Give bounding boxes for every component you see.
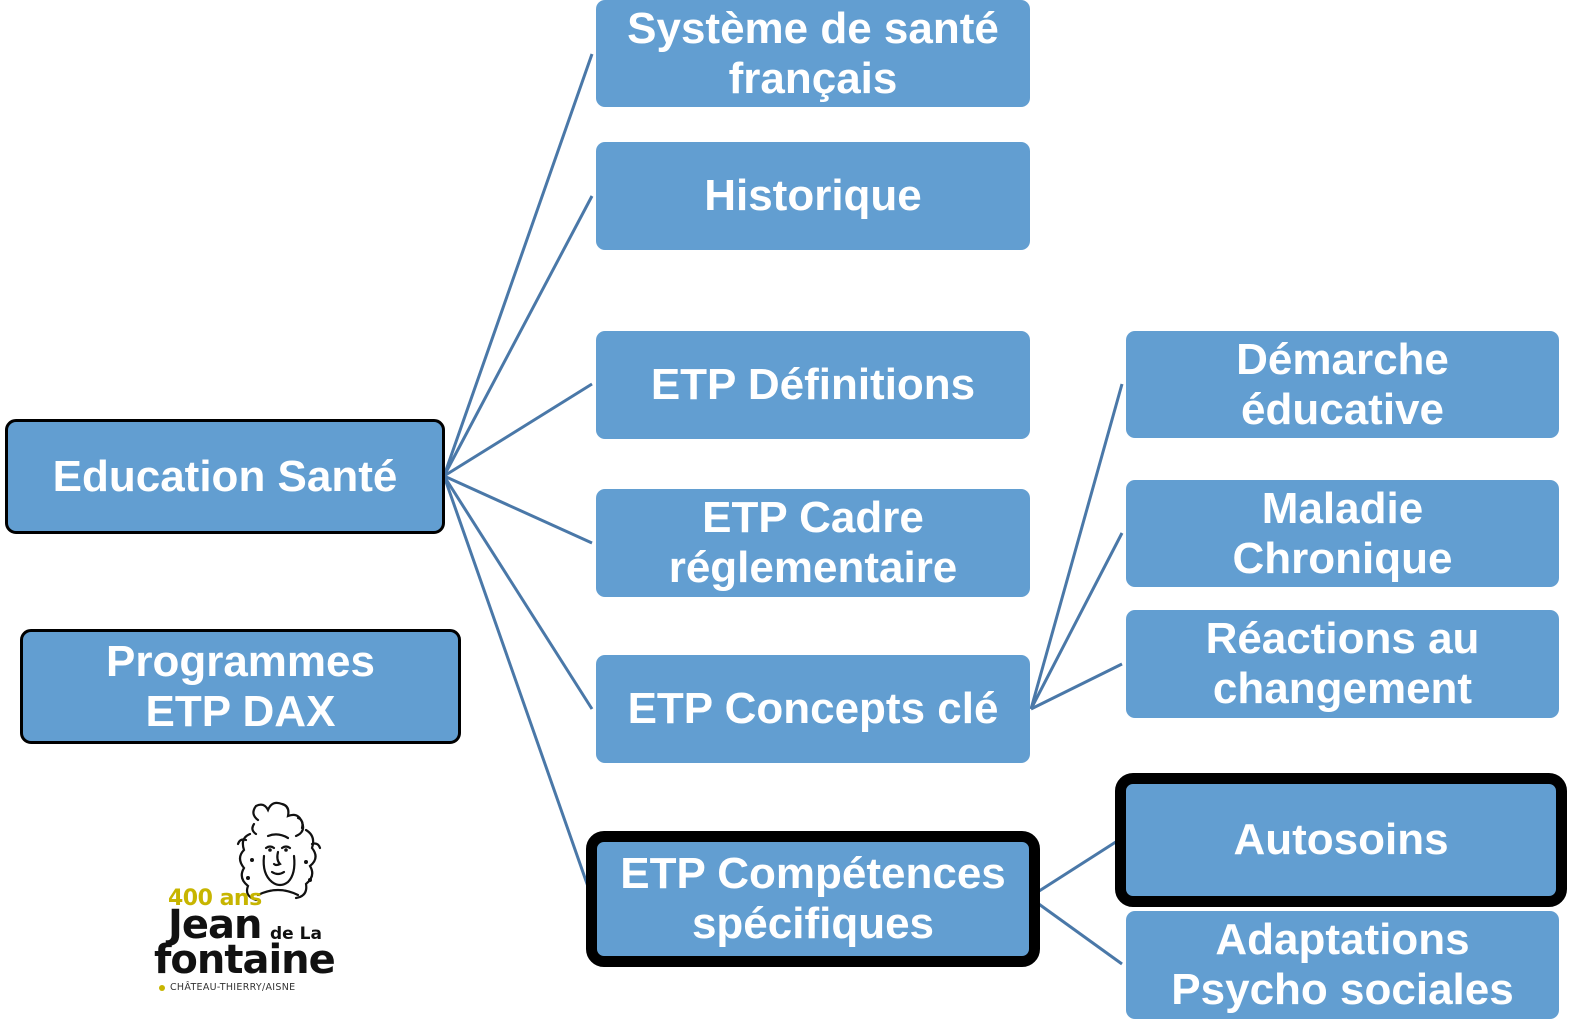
connector-root-systeme — [442, 53, 594, 477]
portrait-icon — [236, 801, 322, 902]
node-etp-definitions: ETP Définitions — [596, 331, 1030, 439]
connector-root-competences — [442, 475, 594, 899]
node-systeme-sante-label: Système de santé français — [627, 3, 999, 103]
logo-jean: Jean — [168, 902, 262, 948]
node-reactions-changement: Réactions au changement — [1126, 610, 1559, 718]
logo-fontaine: fontaine — [154, 937, 336, 983]
node-etp-definitions-label: ETP Définitions — [650, 360, 976, 409]
jean-de-la-fontaine-logo: 400 ans Jean de La fontaine CHÂTEAU-THIE… — [148, 800, 336, 1000]
node-education-sante-label: Education Santé — [52, 451, 398, 501]
node-etp-cadre: ETP Cadre réglementaire — [596, 489, 1030, 597]
logo-dot-icon — [159, 985, 165, 991]
node-autosoins: Autosoins — [1115, 773, 1567, 907]
node-etp-concepts: ETP Concepts clé — [596, 655, 1030, 763]
connector-concepts-reactions — [1030, 662, 1123, 711]
node-historique-label: Historique — [704, 171, 922, 220]
connector-root-historique — [442, 195, 594, 477]
connector-root-cadre — [443, 474, 593, 545]
node-demarche-educative: Démarche éducative — [1126, 331, 1559, 438]
connector-competences-autosoins — [1035, 836, 1123, 895]
connector-competences-adaptations — [1035, 900, 1123, 966]
node-programmes-etp-dax: Programmes ETP DAX — [20, 629, 461, 744]
connector-concepts-maladie — [1029, 532, 1124, 710]
node-maladie-chronique-label: Maladie Chronique — [1232, 483, 1453, 583]
node-adaptations-psycho-sociales-label: Adaptations Psycho sociales — [1171, 915, 1514, 1014]
node-adaptations-psycho-sociales: Adaptations Psycho sociales — [1126, 911, 1559, 1019]
node-reactions-changement-label: Réactions au changement — [1205, 614, 1480, 713]
logo-de-la: de La — [270, 924, 322, 944]
node-autosoins-label: Autosoins — [1233, 815, 1449, 864]
node-maladie-chronique: Maladie Chronique — [1126, 480, 1559, 587]
node-etp-cadre-label: ETP Cadre réglementaire — [668, 493, 958, 592]
node-programmes-etp-dax-label: Programmes ETP DAX — [105, 636, 375, 736]
node-etp-competences-label: ETP Compétences spécifiques — [620, 849, 1006, 948]
connector-concepts-demarche — [1029, 383, 1124, 710]
connector-root-concepts — [442, 475, 594, 710]
node-historique: Historique — [596, 142, 1030, 250]
logo-city: CHÂTEAU-THIERRY/AISNE — [170, 982, 296, 993]
node-etp-concepts-label: ETP Concepts clé — [627, 684, 999, 733]
connector-root-definitions — [443, 382, 593, 478]
node-systeme-sante: Système de santé français — [596, 0, 1030, 107]
node-education-sante: Education Santé — [5, 419, 445, 534]
node-demarche-educative-label: Démarche éducative — [1236, 334, 1449, 434]
node-etp-competences: ETP Compétences spécifiques — [586, 831, 1040, 967]
logo-400-ans: 400 ans — [168, 886, 262, 911]
